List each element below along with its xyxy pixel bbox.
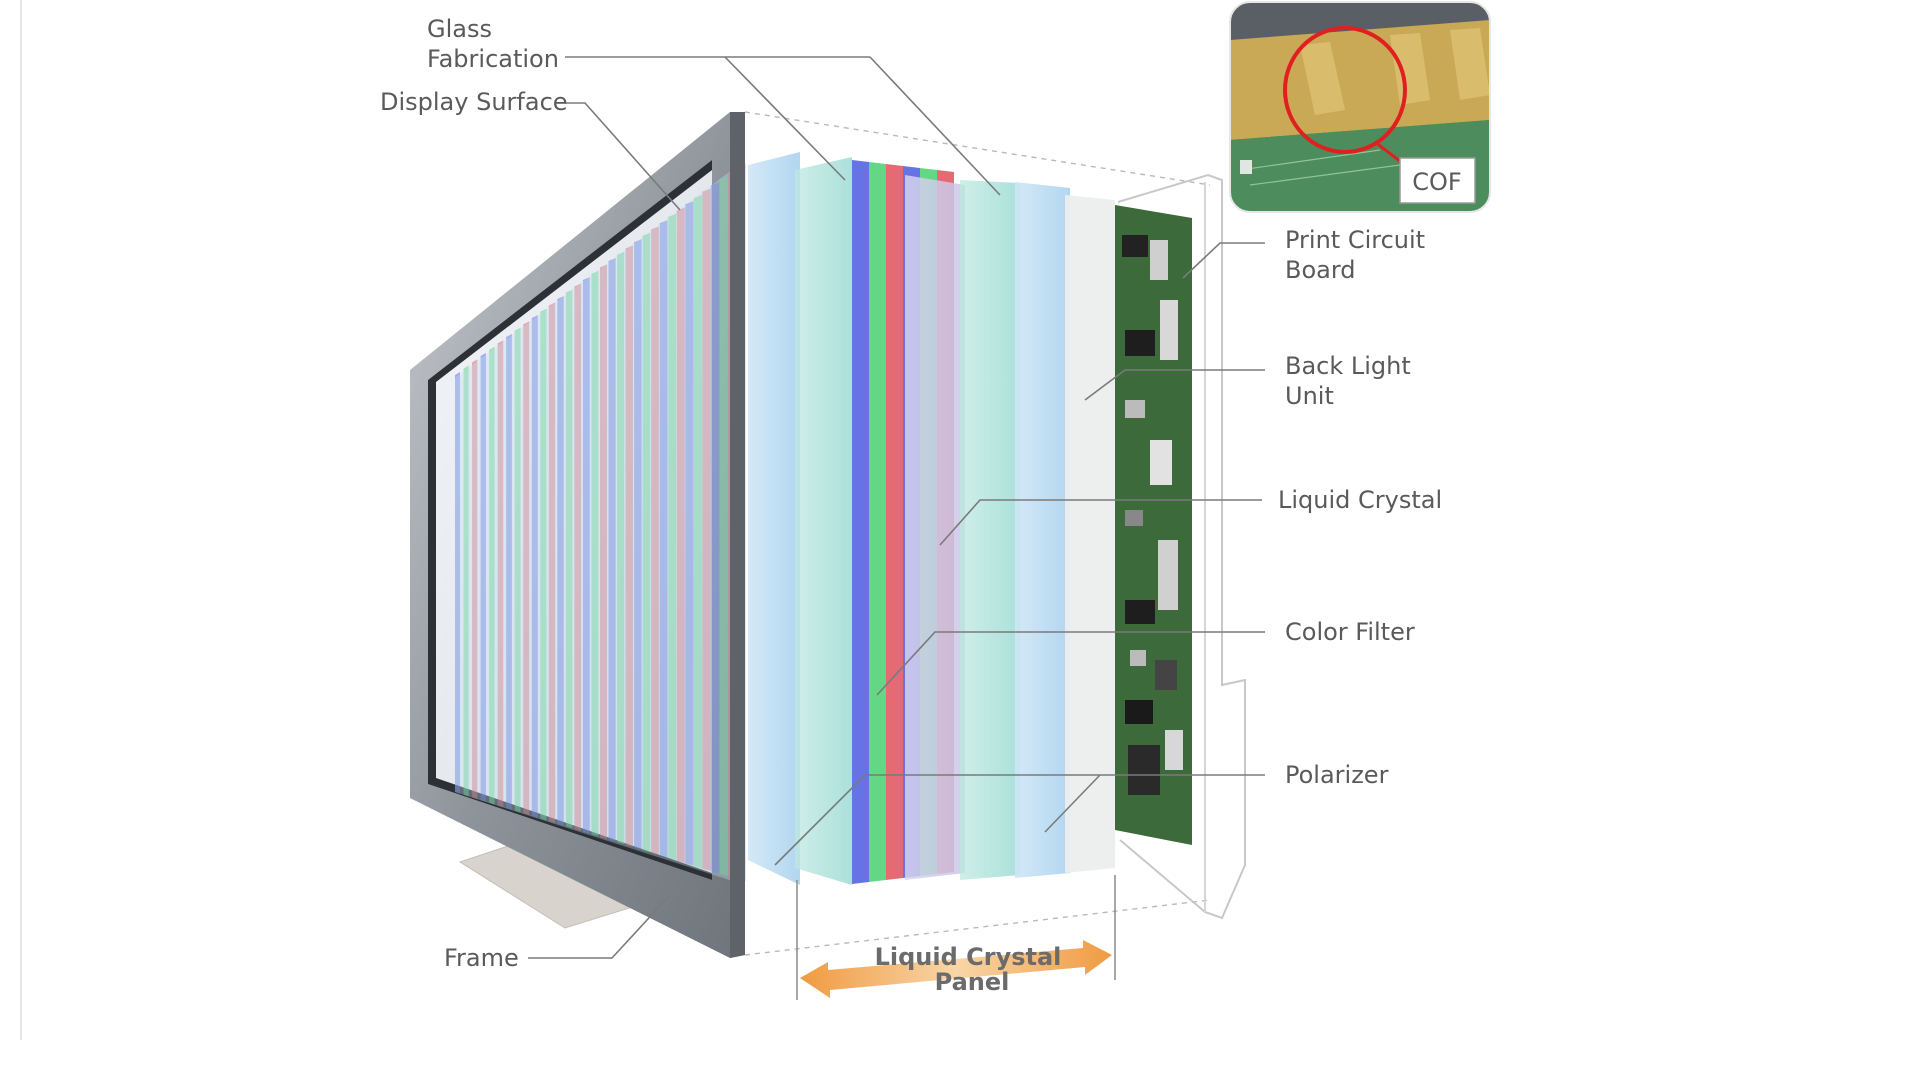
monitor-stripe (617, 251, 625, 845)
monitor-stripe (548, 302, 556, 824)
label-back-light-unit-2: Unit (1285, 382, 1334, 410)
monitor-stripe (540, 308, 547, 821)
pcb-components (1122, 235, 1183, 795)
leader-glass-fabrication-b (869, 56, 1001, 196)
pcb-component (1125, 700, 1153, 724)
pcb-component (1122, 235, 1148, 257)
pcb-component (1165, 730, 1183, 770)
back-light-unit-outline (1117, 173, 1246, 920)
leader-display-surface (565, 102, 681, 211)
monitor-stripe (600, 264, 607, 839)
monitor-stripe (591, 270, 599, 837)
leader-frame (528, 894, 671, 959)
liquid-crystal-layer (905, 175, 965, 880)
monitor-stripe (523, 321, 530, 816)
monitor-stripe (463, 365, 469, 797)
monitor-stripe (574, 283, 582, 832)
label-frame: Frame (444, 944, 519, 972)
leader-color-filter (876, 631, 1265, 696)
label-liquid-crystal: Liquid Crystal (1278, 486, 1442, 514)
monitor-stripe (557, 296, 564, 826)
monitor-stripe (582, 277, 590, 834)
monitor-stripe (702, 188, 711, 871)
label-print-circuit-board-2: Board (1285, 256, 1356, 284)
color-filter-stripe (869, 162, 886, 882)
monitor-stripe (565, 289, 573, 829)
glass-layer-fourth (1015, 182, 1070, 878)
label-polarizer: Polarizer (1285, 761, 1389, 789)
monitor-stripe (659, 220, 668, 858)
color-filter-stripe (852, 160, 869, 884)
panel-label-line1: Liquid Crystal (875, 943, 1062, 971)
monitor-stripe (480, 353, 486, 802)
monitor-stripe (506, 334, 512, 810)
leader-polarizer-b (1044, 774, 1101, 833)
cof-inset-border (1229, 1, 1491, 213)
glass-layer-front (748, 152, 800, 885)
panel-arrow (800, 940, 1112, 998)
monitor-stripe (489, 346, 495, 805)
label-cof: COF (1412, 168, 1461, 196)
pcb-component (1128, 745, 1160, 795)
glass-layer-third (960, 180, 1020, 880)
label-display-surface: Display Surface (380, 88, 568, 116)
pcb-component (1158, 540, 1178, 610)
leader-liquid-crystal (939, 499, 1262, 546)
monitor-stripe (668, 213, 677, 861)
monitor-frame-edge (730, 112, 745, 958)
pcb-component (1155, 660, 1177, 690)
pcb-component (1125, 600, 1155, 624)
guide-top-dashed (744, 111, 1211, 186)
monitor-stripe (651, 226, 659, 855)
glass-layer-second (795, 157, 852, 885)
monitor-stripe (676, 207, 685, 863)
monitor-stripe (642, 232, 651, 853)
label-back-light-unit-1: Back Light (1285, 352, 1411, 380)
label-glass-fabrication-1: Glass (427, 15, 492, 43)
polarizer-layer (1065, 195, 1115, 873)
label-print-circuit-board-1: Print Circuit (1285, 226, 1425, 254)
monitor-stripe (710, 182, 720, 874)
cof-label-box (1399, 157, 1476, 204)
label-color-filter: Color Filter (1285, 618, 1415, 646)
leader-glass-fabrication-a (724, 56, 846, 181)
monitor-stripes (455, 160, 746, 885)
monitor-glass-overlay (455, 160, 745, 885)
monitor-stripe (625, 245, 633, 847)
leader-polarizer (774, 774, 1265, 866)
pcb-component (1125, 510, 1143, 526)
monitor-stripe (472, 359, 478, 800)
panel-label-line2: Panel (935, 968, 1010, 996)
monitor-stripe (514, 327, 521, 813)
cof-circle (1283, 26, 1407, 154)
monitor-stripe (497, 340, 504, 808)
monitor-stripe (608, 258, 616, 842)
pcb-component (1150, 240, 1168, 280)
pcb-component (1130, 650, 1146, 666)
color-filter-stripe (886, 164, 903, 880)
pcb-component (1125, 330, 1155, 356)
pcb-component (1150, 440, 1172, 485)
monitor-stripe (719, 175, 729, 877)
label-glass-fabrication-2: Fabrication (427, 45, 559, 73)
guide-bottom-dashed (744, 899, 1211, 956)
leader-print-circuit-board (1182, 242, 1265, 279)
monitor-stripe (634, 239, 642, 850)
display-surface (428, 160, 712, 880)
monitor-stripe (531, 315, 538, 818)
monitor-stripe (693, 194, 703, 869)
monitor-stripe (685, 201, 694, 866)
leader-back-light-unit (1084, 369, 1265, 401)
pcb-component (1125, 400, 1145, 418)
pcb-component (1160, 300, 1178, 360)
monitor-stripe (455, 372, 460, 794)
